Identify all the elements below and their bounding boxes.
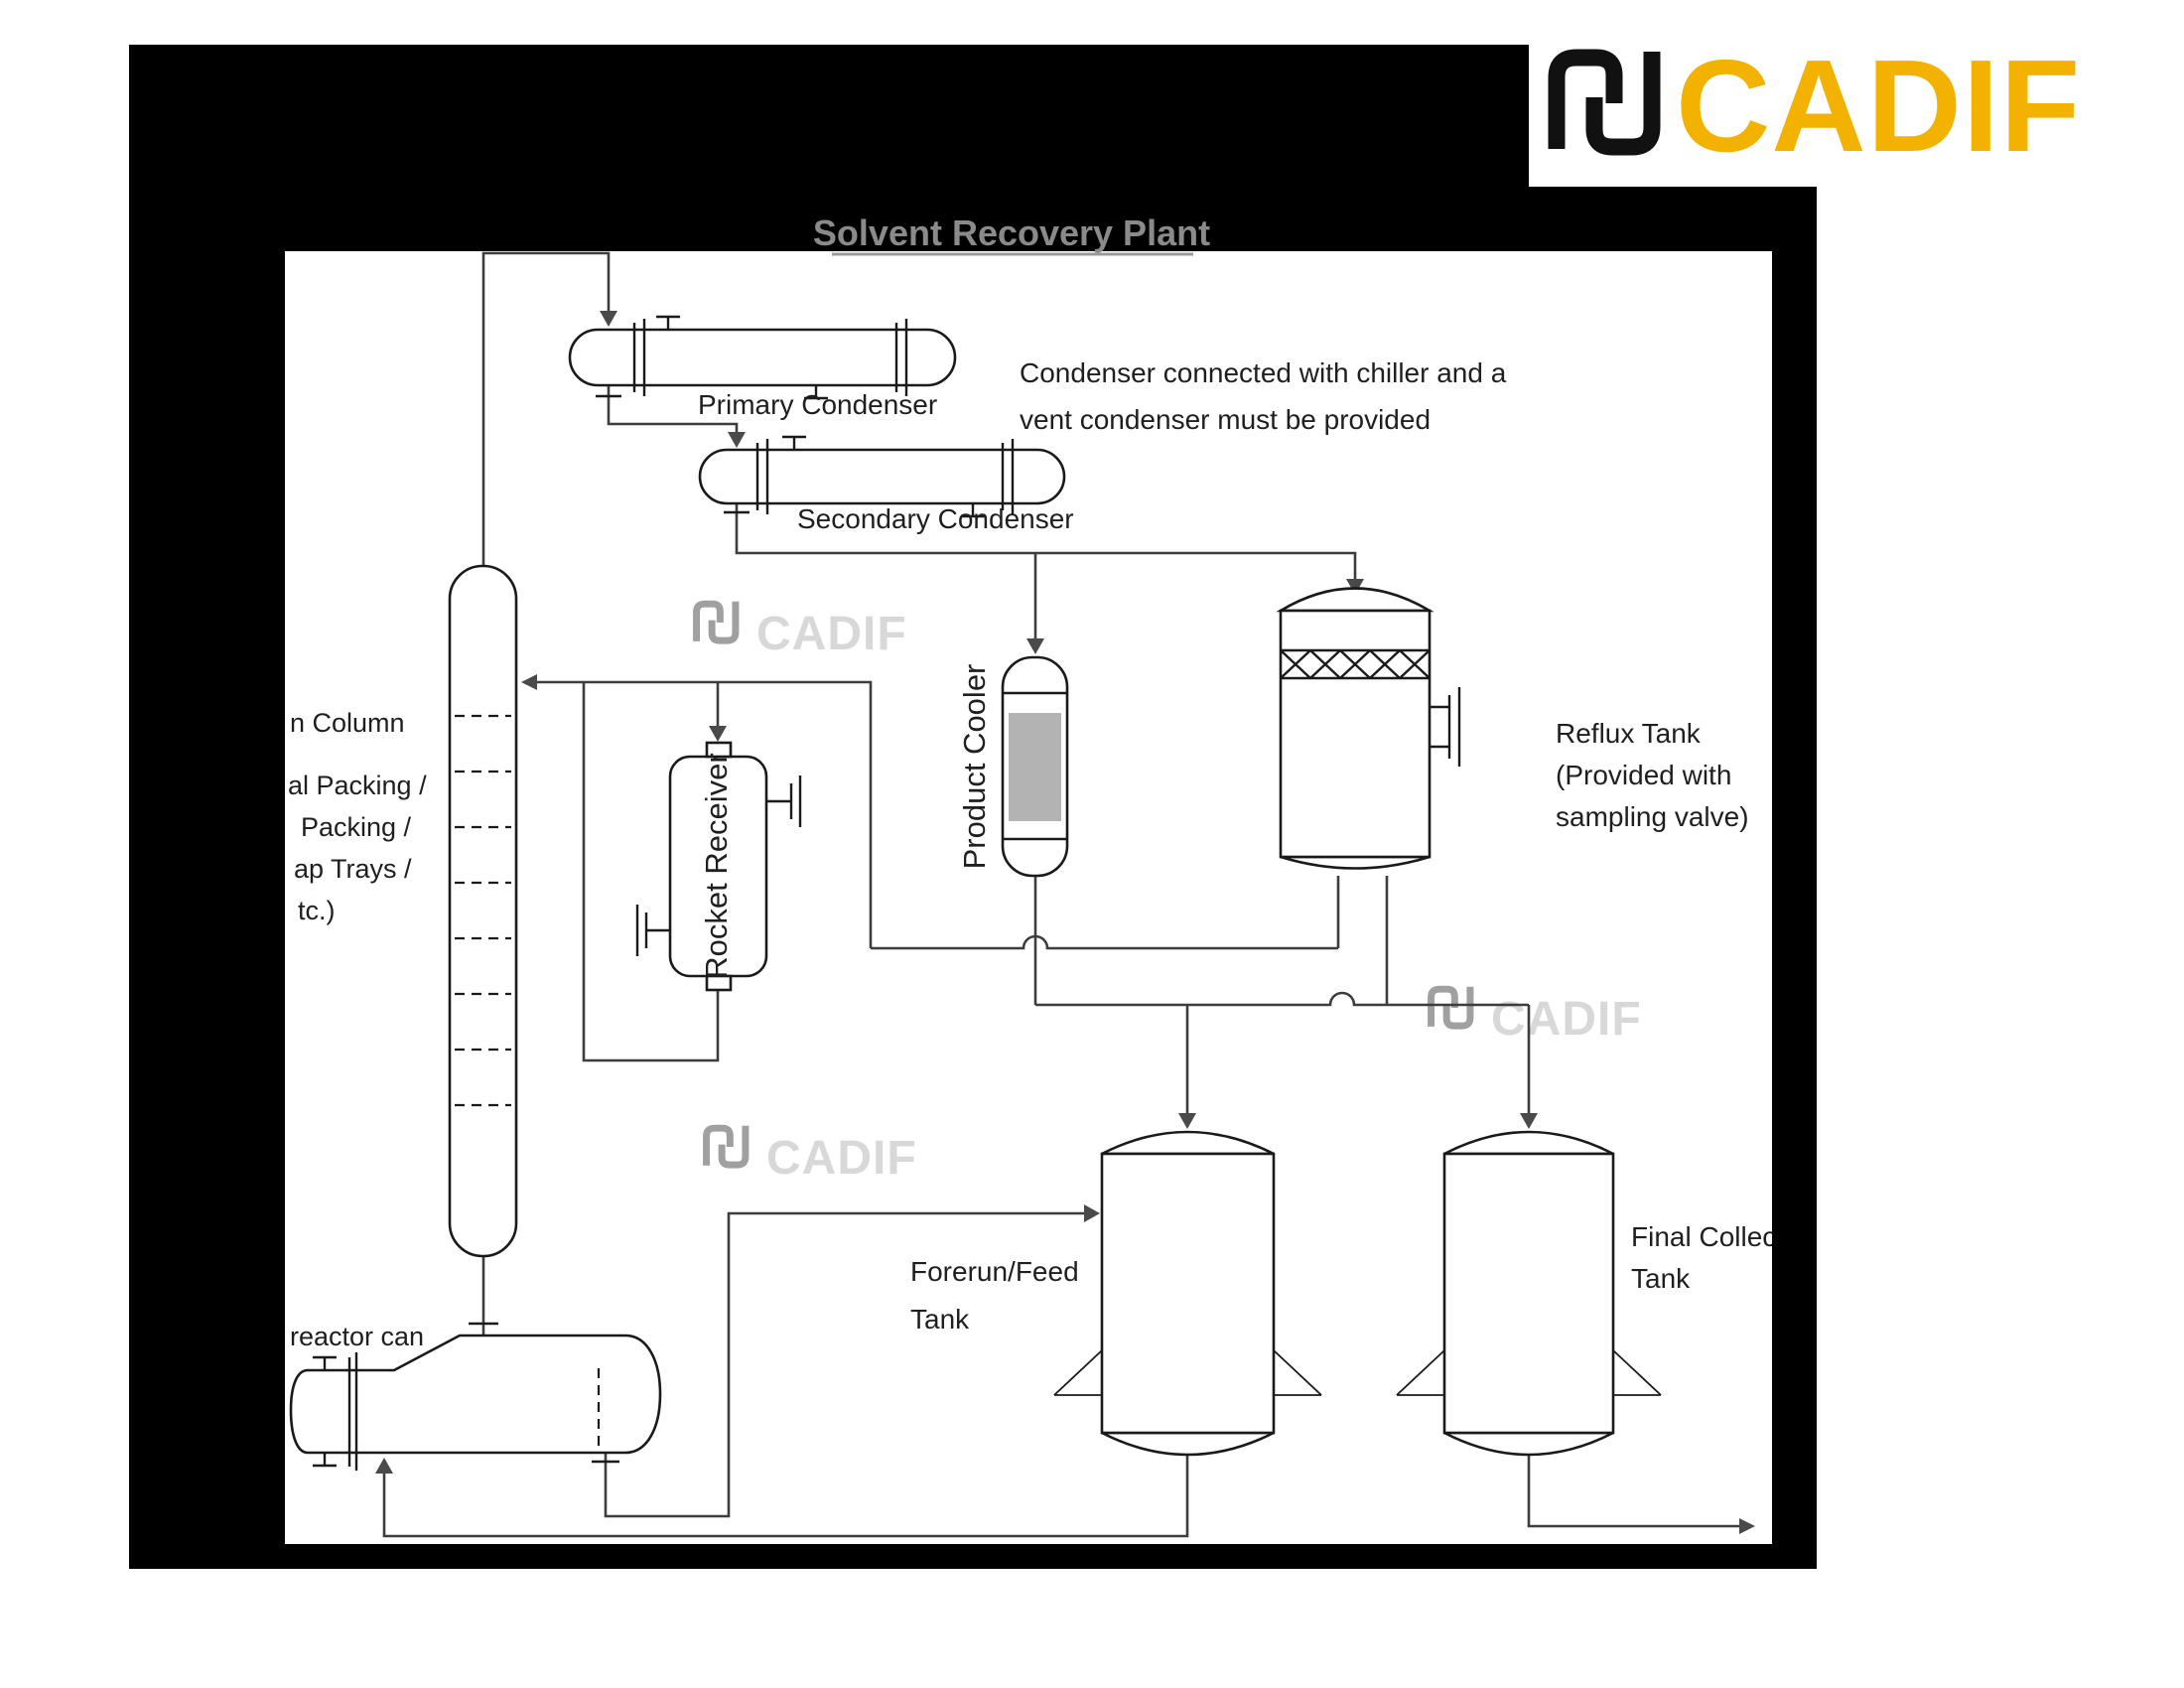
labels: Primary Condenser Secondary Condenser Co… [288, 357, 1776, 1351]
forerun-feed-tank [1053, 1130, 1322, 1457]
pipe-to-tanks-header [1035, 991, 1529, 1007]
frame-bottom [129, 1544, 1817, 1569]
arrow-into-primary-condenser [600, 311, 617, 327]
watermark: CADIF [697, 602, 907, 660]
cadif-brand-text: CADIF [1676, 33, 2081, 179]
forerun-tank-shell [1100, 1152, 1276, 1435]
pipe-final-tank-outlet [1527, 1455, 1739, 1528]
column-label-line2: al Packing / [288, 771, 427, 800]
arrow-into-reactor-bottom [375, 1458, 393, 1474]
reflux-tank-label-line2: (Provided with [1556, 760, 1731, 790]
reflux-tank [1276, 587, 1461, 870]
reflux-tank-label-line1: Reflux Tank [1556, 718, 1702, 749]
reflux-tank-label-line3: sampling valve) [1556, 801, 1749, 832]
final-tank-legs [1396, 1349, 1662, 1396]
arrow-into-forerun-tank-side [1084, 1204, 1100, 1222]
column-label-line1: n Column [290, 708, 405, 738]
frame-left [129, 45, 285, 1569]
reflux-tank-top-dome [1276, 587, 1434, 613]
distillation-column-shell [448, 564, 518, 1258]
primary-condenser-label: Primary Condenser [698, 389, 937, 420]
final-tank-shell [1442, 1152, 1615, 1435]
watermark: CADIF [707, 1126, 917, 1185]
rocket-receiver-side-nozzles [635, 775, 802, 956]
primary-condenser [568, 315, 957, 400]
final-collection-tank [1396, 1130, 1662, 1457]
rocket-receiver-label: Rocket Receiver [699, 753, 734, 978]
column-packing-sections [455, 714, 511, 1107]
final-tank-bottom-dome [1443, 1431, 1614, 1457]
reactor-shell [289, 1334, 662, 1455]
watermark-text: CADIF [756, 608, 907, 660]
reflux-tank-bottom-dome [1280, 855, 1431, 870]
primary-condenser-shell [568, 328, 957, 387]
forerun-tank-label-line2: Tank [910, 1304, 970, 1335]
reflux-tank-demister [1280, 648, 1431, 680]
brand-logo: CADIF [1529, 28, 2184, 187]
column-label-line5: tc.) [298, 896, 336, 925]
pipe-forerun-tank-to-reactor [382, 1455, 1189, 1538]
pipe-reflux-return-to-column [535, 680, 873, 948]
arrow-into-forerun-tank [1178, 1113, 1196, 1129]
logo-background [1529, 28, 2184, 187]
watermark-text: CADIF [766, 1132, 917, 1185]
secondary-condenser-shell [698, 448, 1066, 505]
forerun-tank-label-line1: Forerun/Feed [910, 1256, 1079, 1287]
forerun-tank-top-dome [1101, 1130, 1275, 1156]
reactor-vessel [289, 1334, 662, 1471]
reflux-tank-shell [1279, 609, 1432, 859]
final-tank-label-line1: Final Collec [1631, 1221, 1776, 1252]
frame-right [1772, 45, 1817, 1569]
final-tank-top-dome [1443, 1130, 1614, 1156]
condenser-note-line1: Condenser connected with chiller and a [1020, 357, 1507, 388]
arrow-into-rocket-receiver [709, 726, 727, 742]
piping-lines [375, 251, 1755, 1538]
watermark-text: CADIF [1491, 993, 1642, 1046]
forerun-tank-bottom-dome [1101, 1431, 1275, 1457]
secondary-condenser-label: Secondary Condenser [797, 503, 1074, 534]
arrow-into-secondary-condenser [728, 432, 746, 448]
column-label-line3: Packing / [301, 812, 412, 842]
rocket-receiver: Rocket Receiver [635, 741, 802, 992]
secondary-condenser [698, 435, 1066, 518]
product-cooler: Product Cooler [957, 655, 1069, 878]
rocket-receiver-bottom-nozzle [705, 974, 733, 992]
arrow-final-product-out [1739, 1518, 1755, 1534]
watermark: CADIF [1432, 987, 1642, 1046]
distillation-column [448, 564, 518, 1258]
product-cooler-label: Product Cooler [957, 664, 992, 870]
title-block: Solvent Recovery Plant [813, 212, 1210, 256]
arrow-into-column [521, 674, 537, 690]
arrow-into-final-tank [1520, 1113, 1538, 1129]
pipe-reactor-to-forerun-tank [604, 1211, 1086, 1518]
column-label-block: n Column al Packing / Packing / ap Trays… [288, 708, 427, 925]
reactor-label: reactor can [290, 1322, 424, 1351]
product-cooler-core [1009, 713, 1061, 821]
pipe-primary-to-secondary-condenser [607, 385, 739, 432]
arrow-into-product-cooler [1026, 638, 1044, 654]
forerun-tank-legs [1053, 1349, 1322, 1396]
column-label-line4: ap Trays / [294, 854, 412, 884]
page-title: Solvent Recovery Plant [813, 212, 1210, 253]
pipe-rocket-receiver-return [582, 682, 720, 1062]
pipe-secondary-to-reflux-tank [735, 503, 1357, 579]
pipe-column-to-primary-condenser [481, 251, 611, 568]
final-tank-label-line2: Tank [1631, 1263, 1691, 1294]
rocket-receiver-top-nozzle [705, 741, 733, 759]
primary-condenser-flanges [596, 315, 908, 400]
reflux-tank-side-nozzle [1430, 687, 1461, 767]
arrow-into-reflux-tank [1346, 579, 1364, 595]
secondary-condenser-flanges [724, 435, 1015, 518]
reactor-flanges [313, 1352, 358, 1471]
condenser-note-line2: vent condenser must be provided [1020, 404, 1431, 435]
